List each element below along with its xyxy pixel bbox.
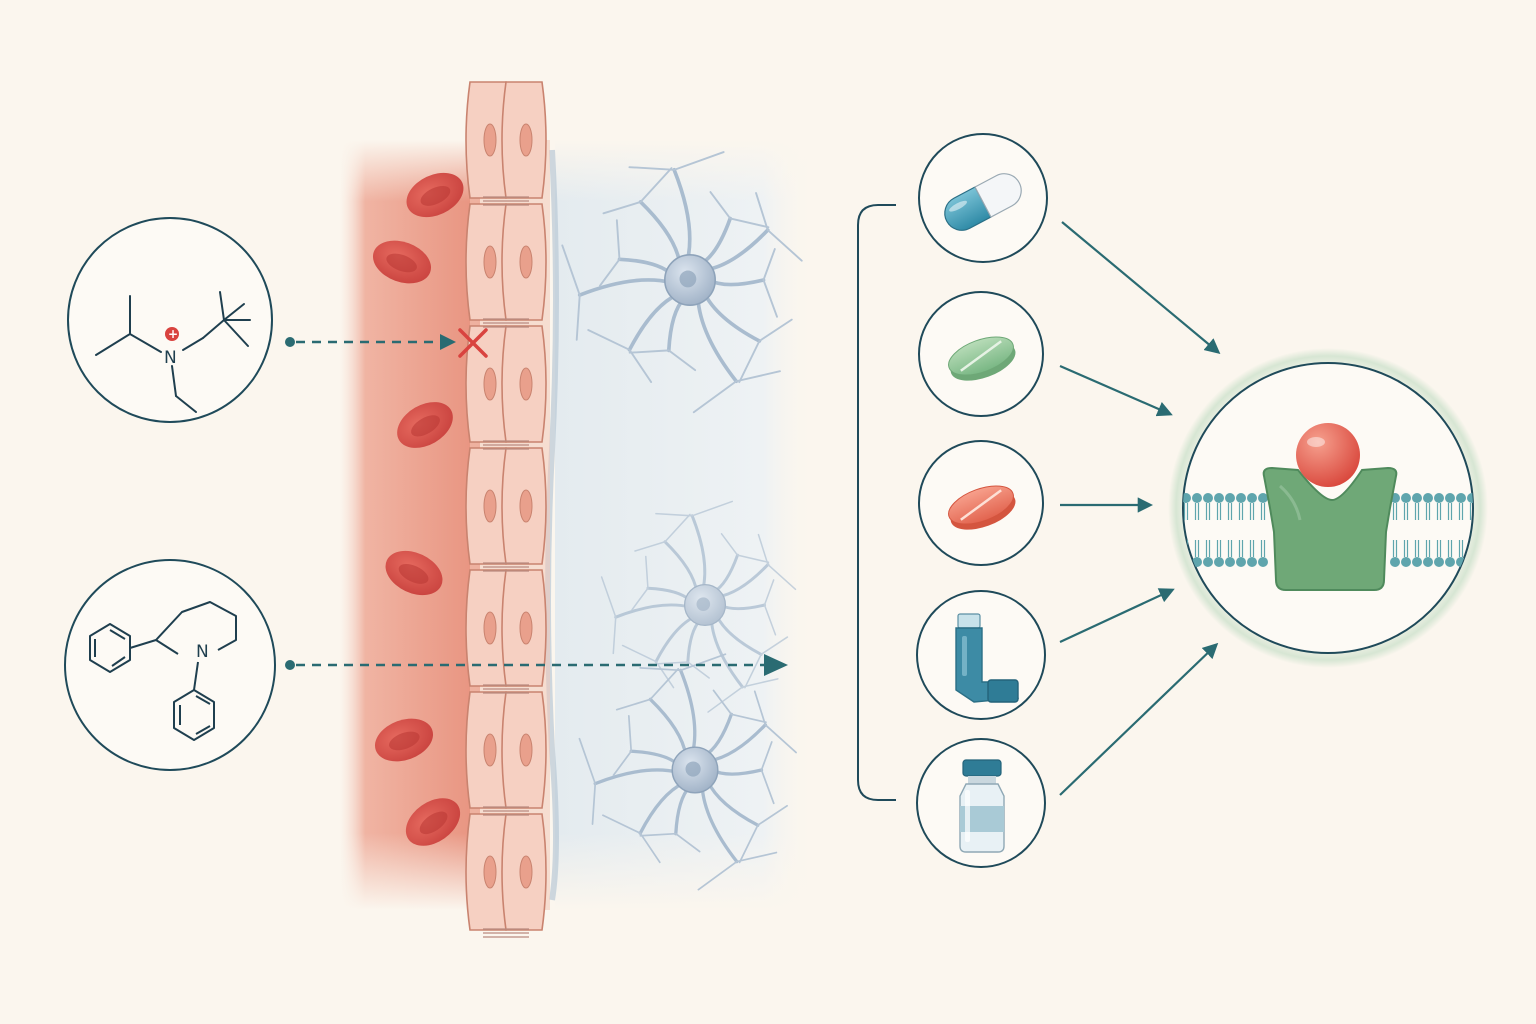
target-receptor [1168,348,1488,668]
neuron [561,151,803,414]
vial-icon [959,759,1005,853]
formulation-red-tablet [918,440,1044,566]
molecule-charged-amine: N + [67,217,273,423]
endothelial-cell [501,81,547,199]
neuron [600,500,797,713]
permeating-transport-arrow [285,654,788,676]
delivery-arrows [1059,221,1221,796]
atom-label: N [196,642,209,662]
endothelial-cell [501,691,547,809]
molecule-lipophilic-amine: N [64,559,276,771]
blocked-transport-arrow [285,328,488,358]
positive-charge-badge [165,327,179,341]
neuron [578,653,797,891]
formulation-vial [916,738,1046,868]
arrow [1059,588,1175,643]
capsule-icon [944,173,1022,231]
atom-label: N [164,348,177,368]
ligand-icon [1296,423,1360,487]
endothelial-cell [501,447,547,565]
arrow [1059,642,1219,796]
formulation-bracket [857,204,896,801]
arrow [1059,364,1173,417]
inhaler-icon [955,613,1019,703]
endothelial-barrier [465,81,550,938]
formulation-inhaler [916,590,1046,720]
formulation-capsule [918,133,1048,263]
charge-label: + [168,327,178,341]
membrane-receptor-icon [1262,466,1398,591]
neurons [561,151,803,891]
arrow [1061,221,1221,354]
red-tablet-icon [948,485,1016,530]
endothelial-cell [501,325,547,443]
formulation-green-tablet [918,291,1044,417]
endothelial-cell [501,813,547,931]
blocked-cross-icon [458,328,488,358]
endothelial-cell [501,569,547,687]
green-tablet-icon [948,336,1016,381]
endothelial-cell [501,203,547,321]
